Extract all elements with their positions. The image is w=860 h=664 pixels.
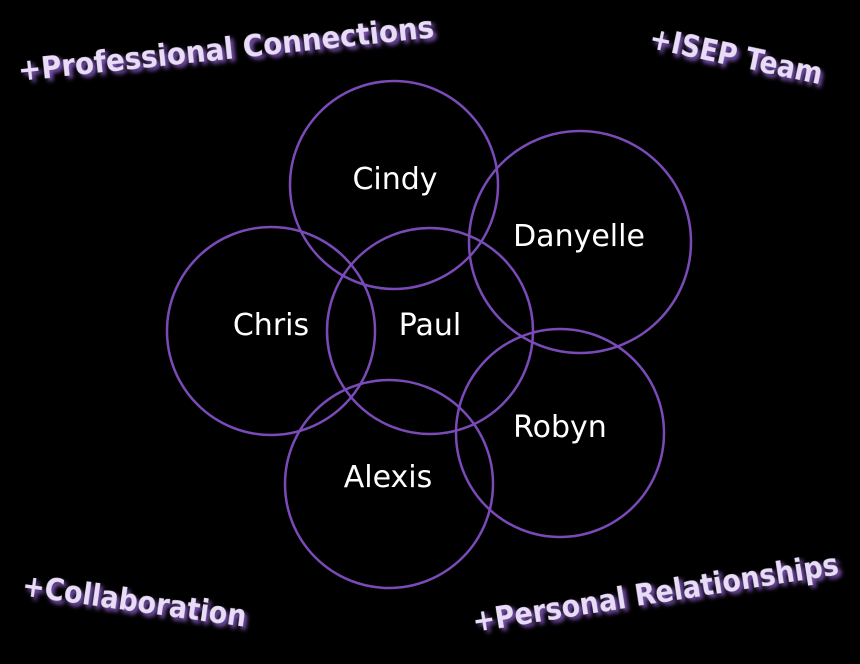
circle-danyelle — [467, 129, 693, 355]
label-cindy: Cindy — [352, 162, 437, 197]
circle-alexis — [283, 378, 495, 590]
label-chris: Chris — [233, 308, 309, 343]
label-paul: Paul — [399, 308, 461, 343]
circle-robyn — [454, 327, 666, 539]
benefit-isep-team: +ISEP Team — [646, 21, 825, 92]
label-robyn: Robyn — [513, 410, 607, 445]
circle-cindy — [288, 79, 500, 291]
circle-chris — [165, 225, 377, 437]
label-alexis: Alexis — [344, 460, 433, 495]
benefit-personal-relationships: +Personal Relationships — [470, 547, 841, 639]
label-danyelle: Danyelle — [513, 219, 645, 254]
circle-paul — [325, 226, 535, 436]
benefit-professional-connections: +Professional Connections — [16, 10, 435, 89]
circles-group — [165, 79, 693, 590]
benefit-collaboration: +Collaboration — [20, 569, 249, 635]
